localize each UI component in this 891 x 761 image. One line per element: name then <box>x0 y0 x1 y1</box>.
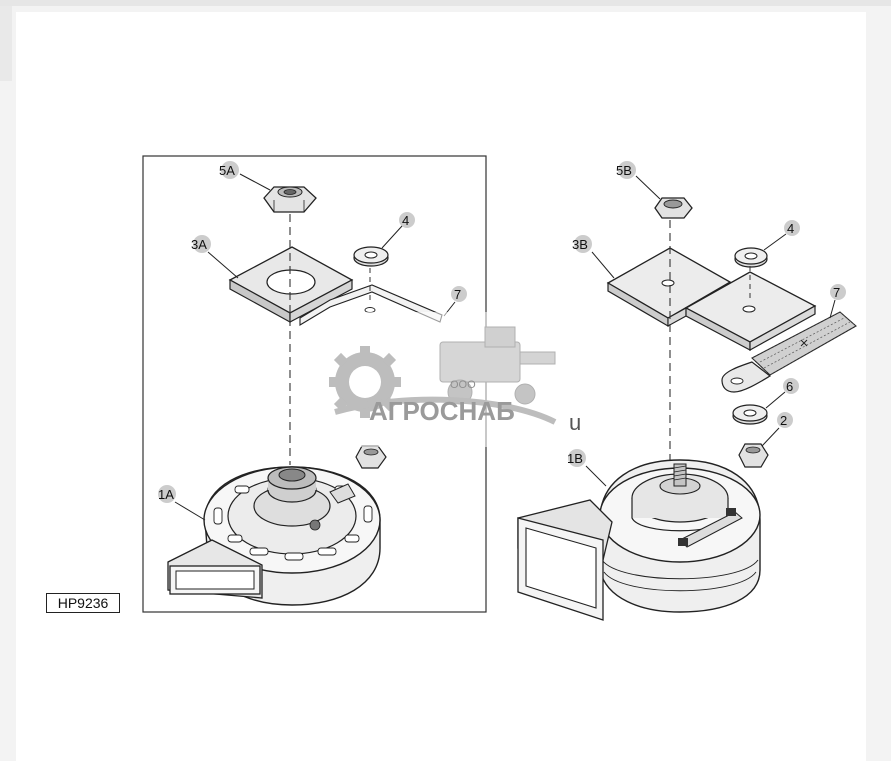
label-1b-text: 1B <box>567 451 583 466</box>
label-7-right: 7 <box>829 284 846 319</box>
top-strip <box>0 0 891 6</box>
label-1a-text: 1A <box>158 487 174 502</box>
left-gutter <box>0 6 12 81</box>
label-7-right-text: 7 <box>833 285 840 300</box>
label-4-left: 4 <box>381 212 415 249</box>
bracket-3a <box>228 246 443 326</box>
label-1b: 1B <box>567 449 607 487</box>
label-6: 6 <box>765 378 799 409</box>
reference-code-box: HP9236 <box>46 593 120 613</box>
label-3b-text: 3B <box>572 237 588 252</box>
label-3a: 3A <box>191 235 239 279</box>
label-4-left-text: 4 <box>402 213 409 228</box>
nut-5a <box>263 186 317 213</box>
washer-4-right <box>734 247 768 268</box>
horn-1a <box>167 466 381 606</box>
washer-4-left <box>353 246 389 267</box>
label-4-right: 4 <box>763 220 800 251</box>
label-5b-text: 5B <box>616 163 632 178</box>
label-5b: 5B <box>616 161 661 200</box>
label-3b: 3B <box>572 235 615 279</box>
label-7-left-text: 7 <box>454 287 461 302</box>
nut-5b <box>654 197 693 219</box>
label-2-text: 2 <box>780 413 787 428</box>
nut-2 <box>738 443 769 468</box>
reference-code: HP9236 <box>57 595 109 611</box>
ground-strap-7 <box>721 311 857 393</box>
bracket-3b <box>606 247 817 352</box>
label-6-text: 6 <box>786 379 793 394</box>
label-5a-text: 5A <box>219 163 235 178</box>
label-2: 2 <box>761 412 793 447</box>
nut-left-small <box>355 445 387 469</box>
label-5a: 5A <box>219 161 271 191</box>
washer-6 <box>732 404 768 425</box>
horn-1b <box>517 459 761 621</box>
label-4-right-text: 4 <box>787 221 794 236</box>
label-3a-text: 3A <box>191 237 207 252</box>
label-7-left: 7 <box>443 286 467 317</box>
label-1a: 1A <box>158 485 206 521</box>
